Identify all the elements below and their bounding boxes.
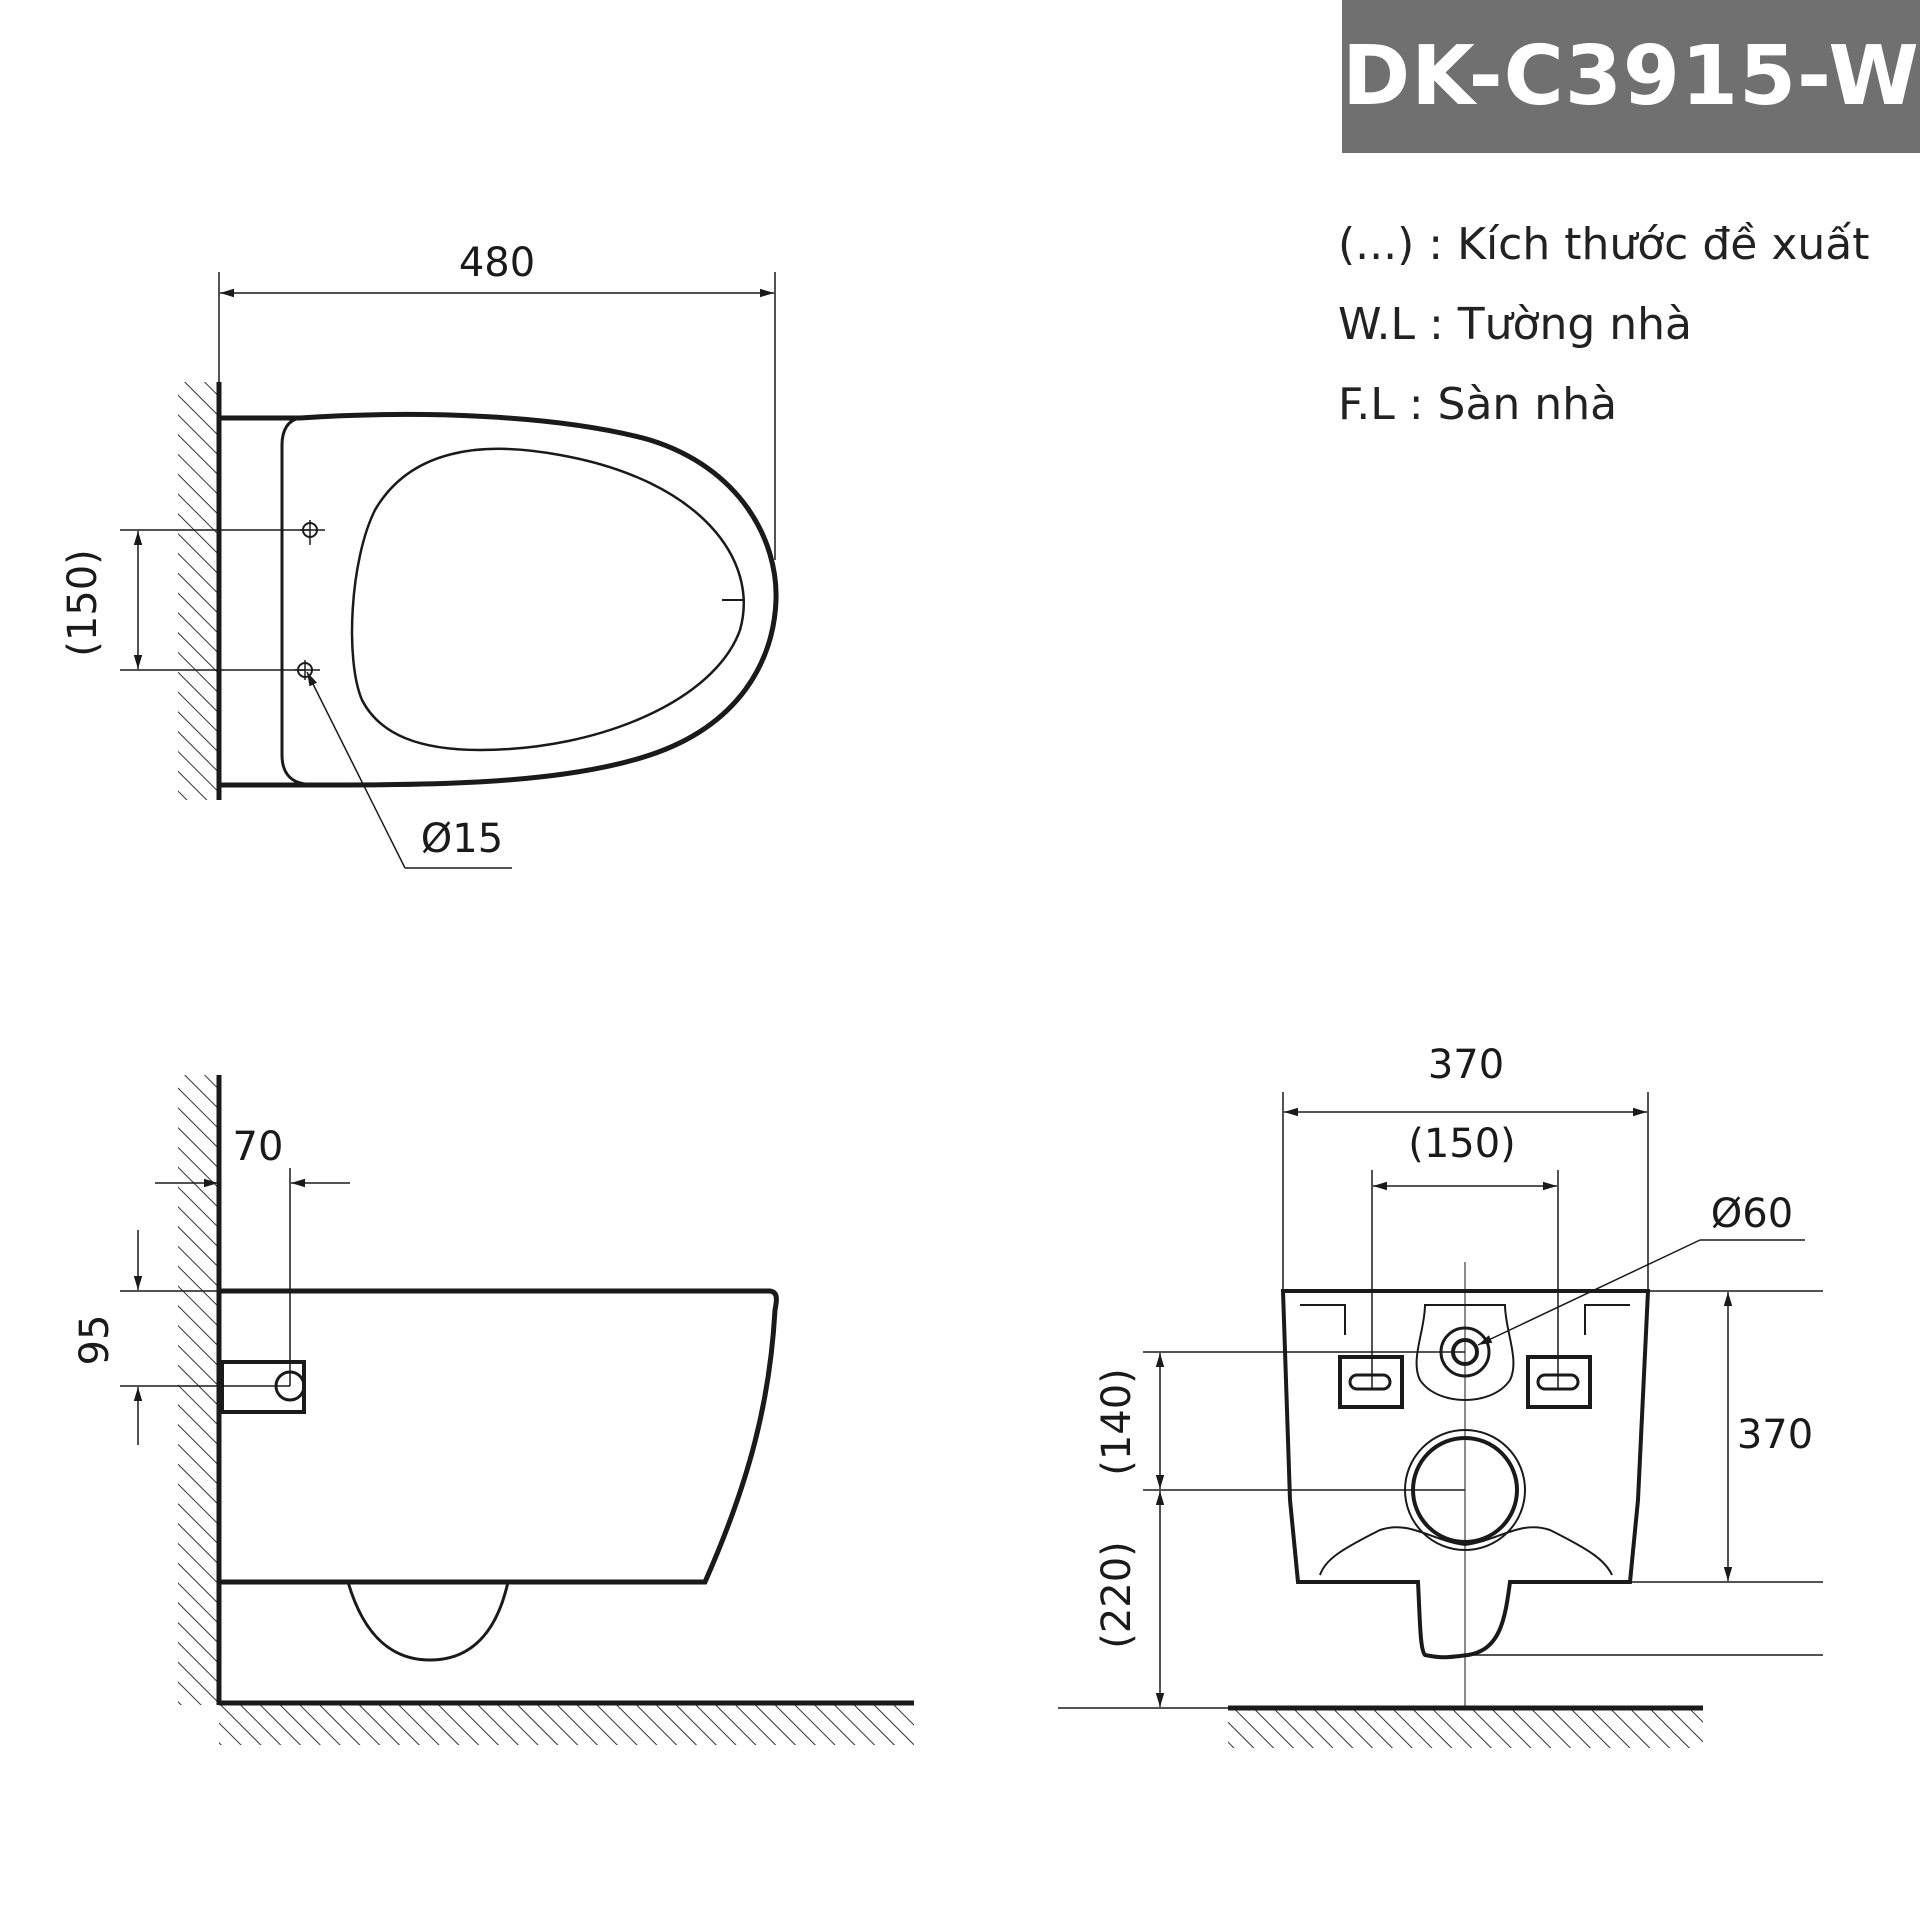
front-bolt-slot-left [1348,1373,1392,1391]
model-title-banner: DK-C3915-W [1342,0,1920,153]
legend: (...) : Kích thước đề xuất W.L : Tường n… [1338,215,1869,455]
top-view [120,272,779,869]
front-view [1058,1092,1823,1748]
front-bolt-plate-right [1526,1355,1592,1409]
side-trap [346,1581,510,1662]
legend-wall: W.L : Tường nhà [1338,299,1692,350]
model-title: DK-C3915-W [1342,29,1920,124]
legend-floor: F.L : Sàn nhà [1338,379,1618,430]
dim-95-label: 95 [72,1315,118,1366]
dim-70-label: 70 [233,1124,284,1170]
dim-480-label: 480 [459,240,535,286]
dim-220-label: (220) [1094,1541,1140,1649]
top-bowl-opening [350,447,745,752]
top-wall-hatch [178,382,218,800]
front-bolt-plate-left [1338,1355,1404,1409]
dim-370-height-label: 370 [1737,1412,1813,1458]
front-floor-hatch [1228,1708,1703,1748]
top-bowl-outline [219,412,779,788]
dim-370-width-label: 370 [1428,1042,1504,1088]
top-seat-outline [280,416,306,786]
side-bowl-outline [219,1288,779,1585]
dim-150-top-label: (150) [60,549,106,657]
outlet-leader [1477,1239,1701,1346]
hole-leader [306,671,406,869]
side-view [120,1075,914,1745]
outlet-label: Ø60 [1711,1191,1793,1237]
front-body-outline [1280,1289,1651,1660]
side-wall-hatch [178,1075,218,1705]
legend-suggested: (...) : Kích thước đề xuất [1338,219,1870,270]
side-mount-bracket [220,1360,306,1414]
side-floor-hatch [219,1705,914,1745]
dim-150-front-label: (150) [1408,1121,1516,1167]
hole-label: Ø15 [421,816,503,862]
dim-140-label: (140) [1094,1368,1140,1476]
